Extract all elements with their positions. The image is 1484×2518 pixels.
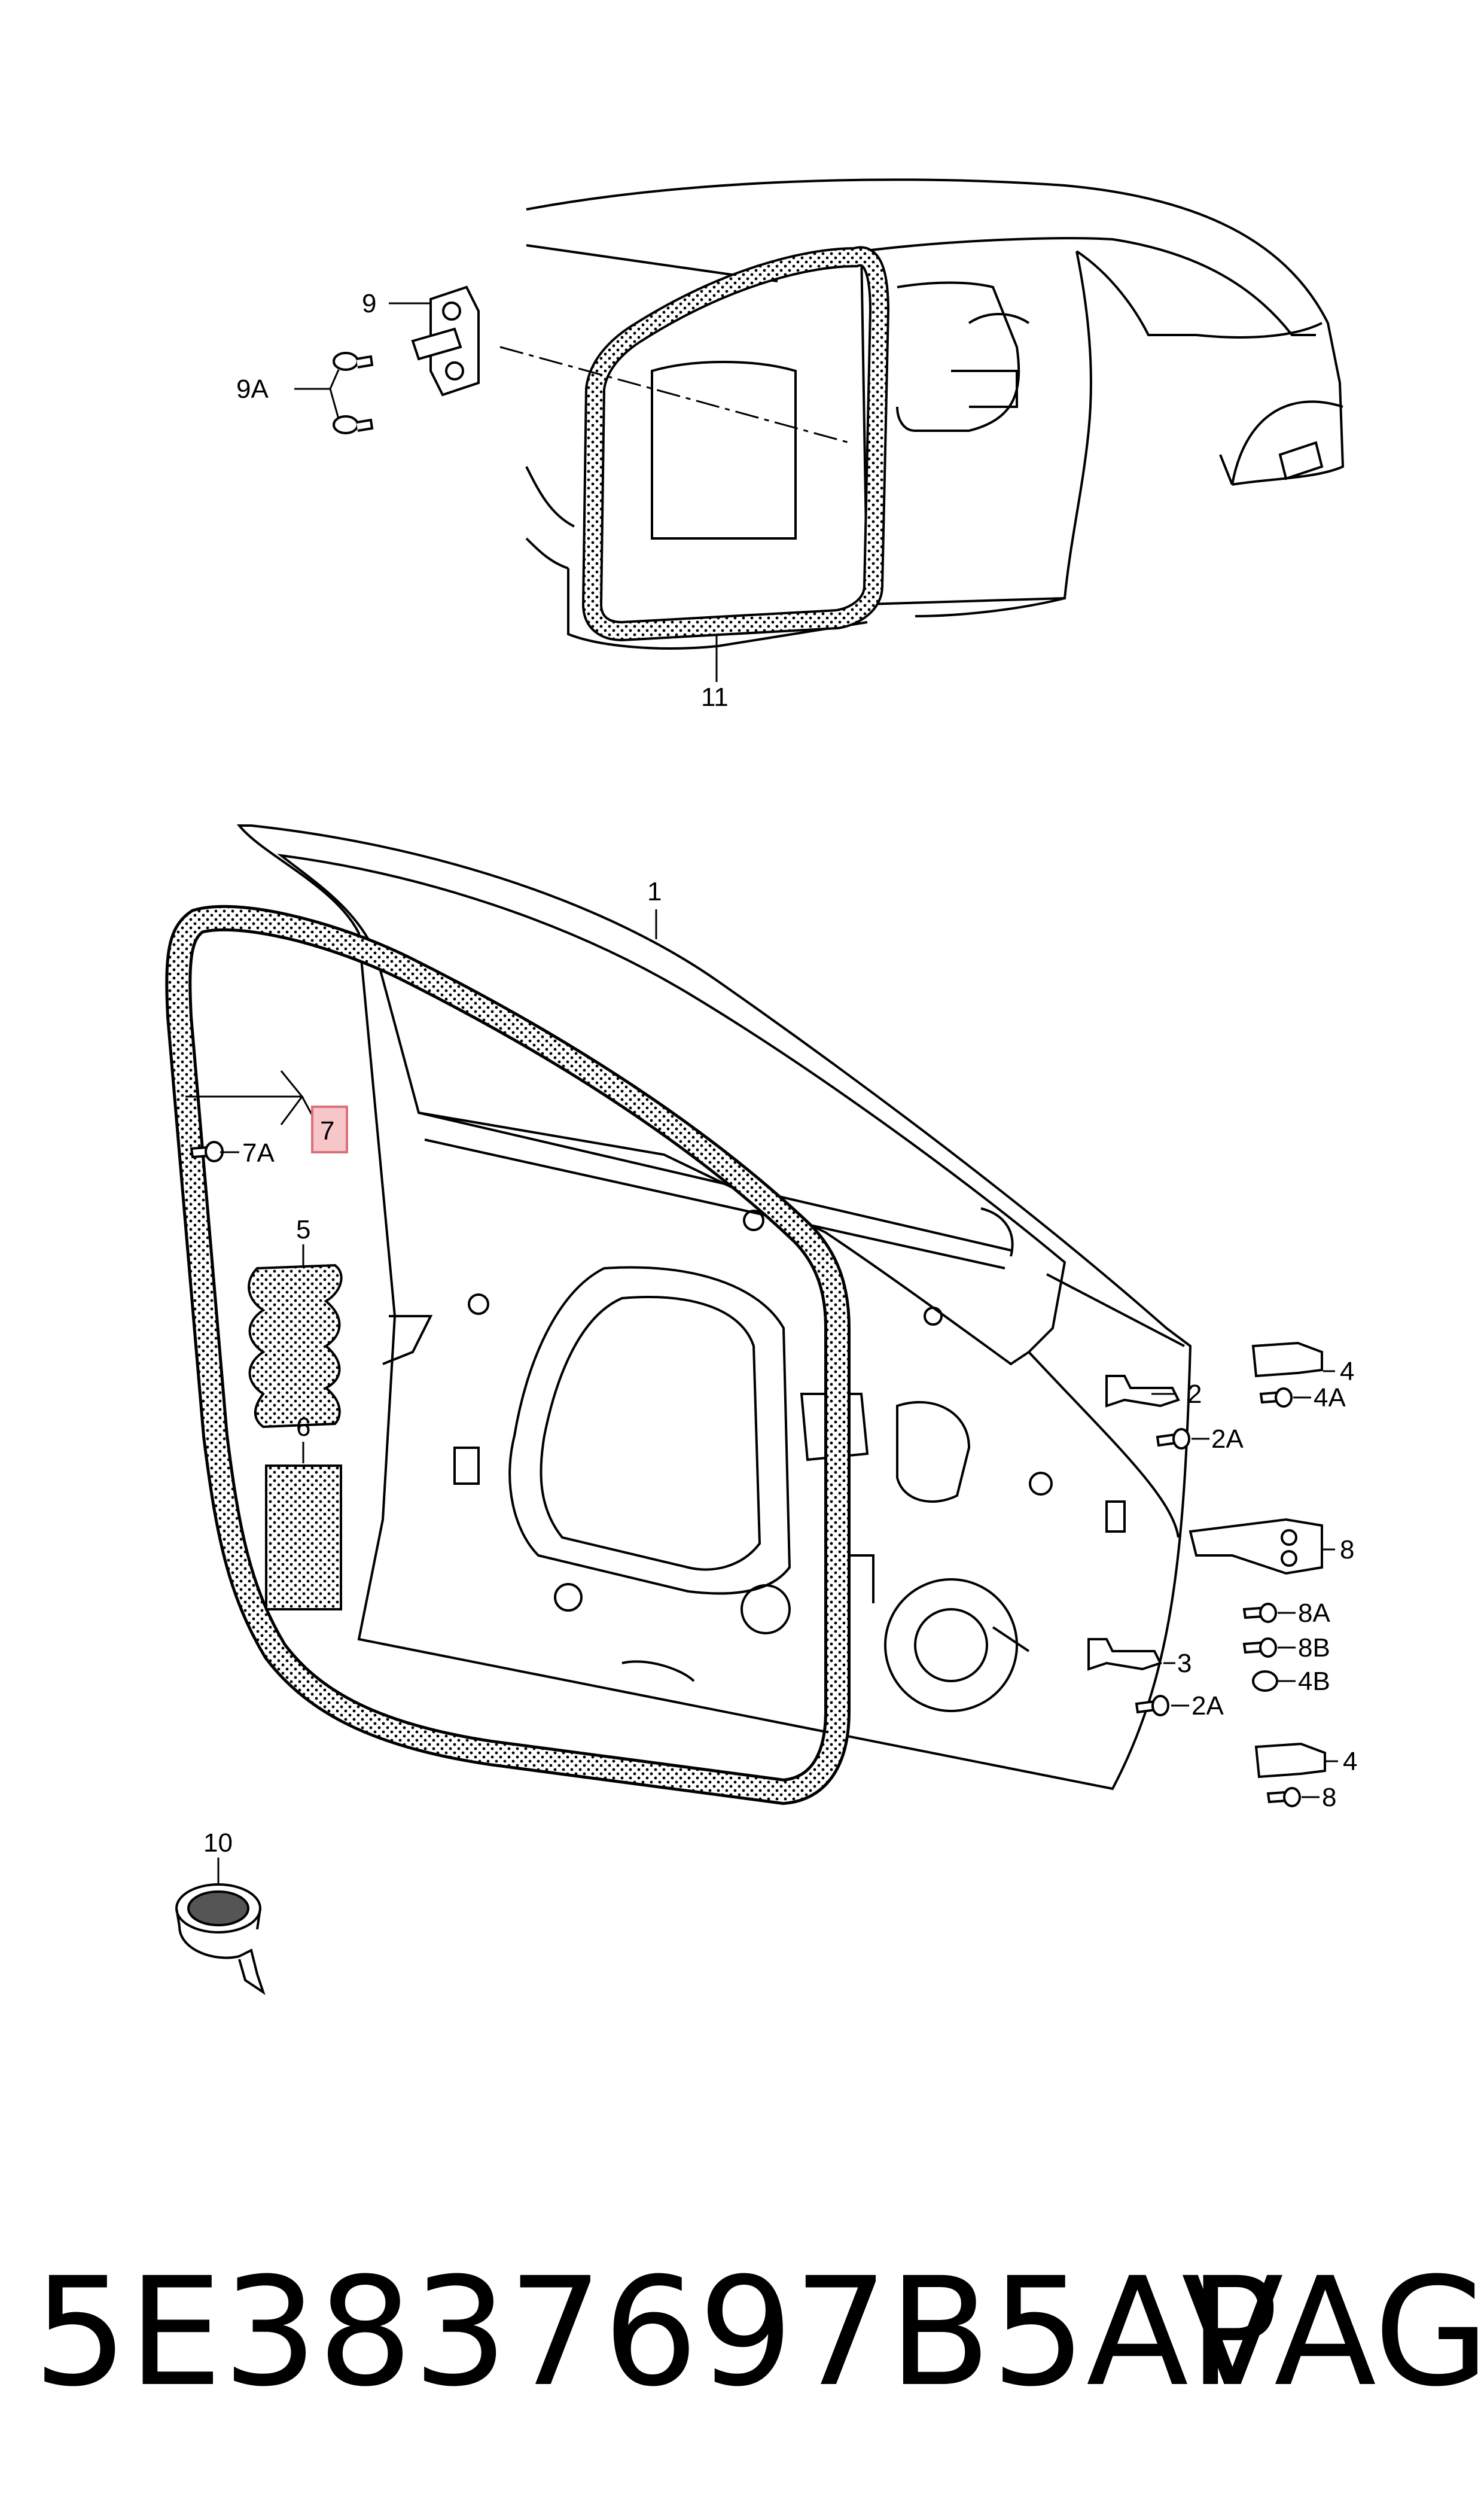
hinge-part-4-lower[interactable]	[1254, 1742, 1326, 1779]
part-number: 5E3837697B5AP	[33, 2245, 1279, 2419]
door-striker-9[interactable]	[411, 285, 480, 397]
brand-name: VAG	[1181, 2245, 1484, 2419]
sealing-pad-5[interactable]	[248, 1263, 343, 1429]
cap-4b[interactable]	[1252, 1670, 1278, 1692]
callout-6: 6	[296, 1412, 310, 1442]
door-check-8[interactable]	[1189, 1518, 1323, 1575]
callout-1: 1	[647, 877, 662, 906]
callout-8-lower: 8	[1322, 1783, 1336, 1812]
callout-2: 2	[1187, 1380, 1202, 1409]
callout-7-highlight	[311, 1106, 348, 1153]
callout-3: 3	[1177, 1649, 1192, 1678]
callout-2a-lower: 2A	[1192, 1691, 1224, 1721]
callout-8b: 8B	[1298, 1633, 1330, 1663]
leader-lines-top	[294, 302, 850, 682]
door-hinge-2[interactable]	[1105, 1375, 1180, 1408]
screw-8a[interactable]	[1242, 1603, 1277, 1623]
screw-8-lower[interactable]	[1266, 1787, 1301, 1807]
callout-9: 9	[362, 289, 376, 318]
adhesive-tape-10[interactable]	[175, 1883, 266, 1995]
callout-4-lower: 4	[1343, 1747, 1357, 1776]
car-body-outline	[525, 178, 1345, 650]
striker-bolt-9a-upper[interactable]	[333, 352, 374, 371]
screw-7a[interactable]	[190, 1141, 224, 1162]
door-seal-7[interactable]	[165, 905, 851, 1805]
sealing-pad-6[interactable]	[265, 1464, 342, 1610]
callout-11: 11	[701, 683, 729, 712]
hinge-bolt-2a-lower[interactable]	[1135, 1695, 1169, 1716]
callout-10: 10	[203, 1828, 233, 1858]
callout-7a: 7A	[242, 1138, 275, 1168]
callout-2a-upper: 2A	[1211, 1424, 1244, 1454]
door-seal-11-top[interactable]	[581, 246, 890, 642]
striker-bolt-9a-lower[interactable]	[333, 415, 374, 434]
hinge-bolt-2a-upper[interactable]	[1156, 1428, 1190, 1450]
leader-lines	[185, 909, 1338, 1884]
screw-4a[interactable]	[1259, 1387, 1293, 1408]
callout-7: 7	[320, 1116, 334, 1146]
callout-4b: 4B	[1298, 1667, 1330, 1696]
callout-9a: 9A	[236, 374, 269, 404]
callout-4a: 4A	[1314, 1383, 1346, 1412]
callout-8a: 8A	[1298, 1599, 1330, 1628]
callout-8: 8	[1340, 1535, 1354, 1564]
door-hinge-3[interactable]	[1087, 1638, 1162, 1671]
callout-4-upper: 4	[1340, 1357, 1354, 1386]
screw-8b[interactable]	[1242, 1637, 1277, 1658]
hinge-part-4-upper[interactable]	[1251, 1341, 1323, 1378]
callout-5: 5	[296, 1215, 310, 1244]
